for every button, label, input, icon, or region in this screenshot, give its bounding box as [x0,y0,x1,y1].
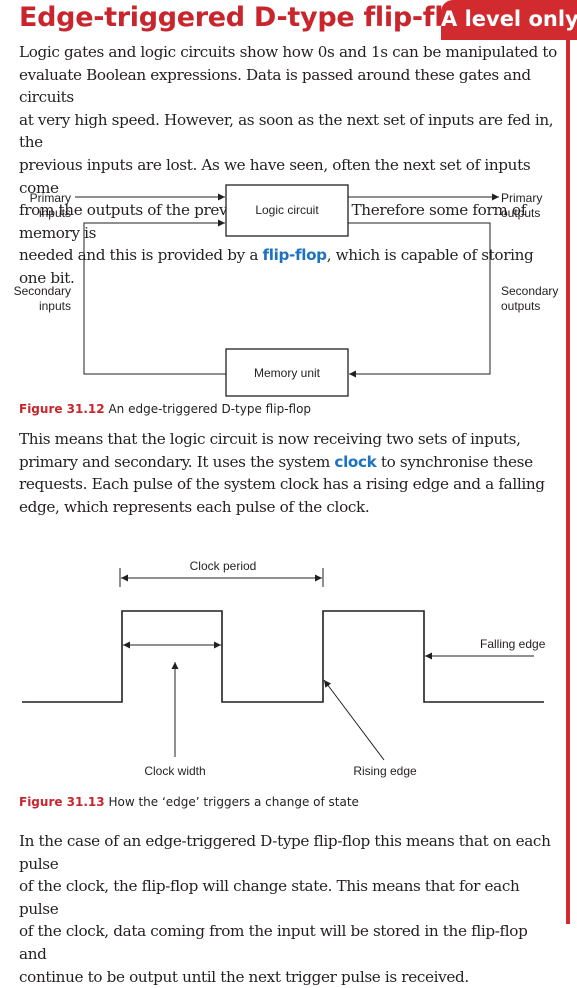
text-line: previous inputs are lost. As we have see… [19,155,531,197]
text-line: evaluate Boolean expressions. Data is pa… [19,65,531,107]
memory-unit-box [225,348,349,397]
text-line: requests. Each pulse of the system clock… [19,475,545,494]
secondary-inputs-label: inputs [39,299,71,313]
primary-outputs-label: outputs [501,206,540,220]
logic-circuit-label: Logic circuit [255,203,319,217]
caption-text: How the ‘edge’ triggers a change of stat… [104,795,359,809]
primary-inputs-label: Primary [30,191,71,205]
page-title: Edge-triggered D-type flip-flop [19,2,481,33]
text-line: Logic gates and logic circuits show how … [19,43,557,61]
caption-text: An edge-triggered D-type flip-flop [104,402,312,416]
text-line: of the clock, the flip-flop will change … [19,877,520,918]
text-line: primary and secondary. It uses the syste… [19,452,335,471]
text-line: , which is capable of storing one bit. [19,246,534,287]
text-line: at very high speed. However, as soon as … [19,110,554,152]
clock-waveform [22,610,544,703]
rising-edge-pointer [323,679,385,761]
clock-period-label: Clock period [190,559,257,573]
text-line: edge, which represents each pulse of the… [19,497,370,516]
text-line: This means that the logic circuit is now… [19,430,521,448]
figure-number: Figure 31.12 [19,402,105,416]
text-line: needed and this is provided by a [19,246,263,265]
falling-edge-label: Falling edge [480,637,546,651]
key-term-flip-flop: flip-flop [262,246,328,265]
figure-number: Figure 31.13 [19,795,105,809]
rising-edge-label: Rising edge [353,764,417,778]
text-line: continue to be output until the next tri… [19,967,469,986]
intro-paragraph: Logic gates and logic circuits show how … [19,41,559,290]
sidebar-rule [566,40,570,924]
text-line: In the case of an edge-triggered D-type … [19,832,551,873]
secondary-output-path [348,222,491,378]
clock-width-label: Clock width [144,764,205,778]
primary-inputs-label: inputs [39,206,71,220]
text-line: to synchronise these [376,452,533,471]
flip-flop-block-diagram: Logic circuit Memory unit Primary inputs… [14,184,558,397]
key-term-clock: clock [334,452,377,471]
figure-caption: Figure 31.13 How the ‘edge’ triggers a c… [19,795,359,809]
level-badge: A level only [441,0,577,40]
summary-paragraph: In the case of an edge-triggered D-type … [19,830,559,988]
secondary-outputs-label: outputs [501,299,540,313]
secondary-input-path [83,219,226,375]
logic-circuit-box [225,184,349,237]
figure-caption: Figure 31.12 An edge-triggered D-type fl… [19,402,311,416]
memory-unit-label: Memory unit [254,366,321,380]
clock-pulse-diagram: Clock period Clock width Falling edge Ri… [22,559,546,778]
secondary-inputs-label: Secondary [14,284,71,298]
text-line: of the clock, data coming from the input… [19,922,528,963]
secondary-outputs-label: Secondary [501,284,558,298]
primary-outputs-label: Primary [501,191,542,205]
clock-paragraph: This means that the logic circuit is now… [19,428,559,518]
